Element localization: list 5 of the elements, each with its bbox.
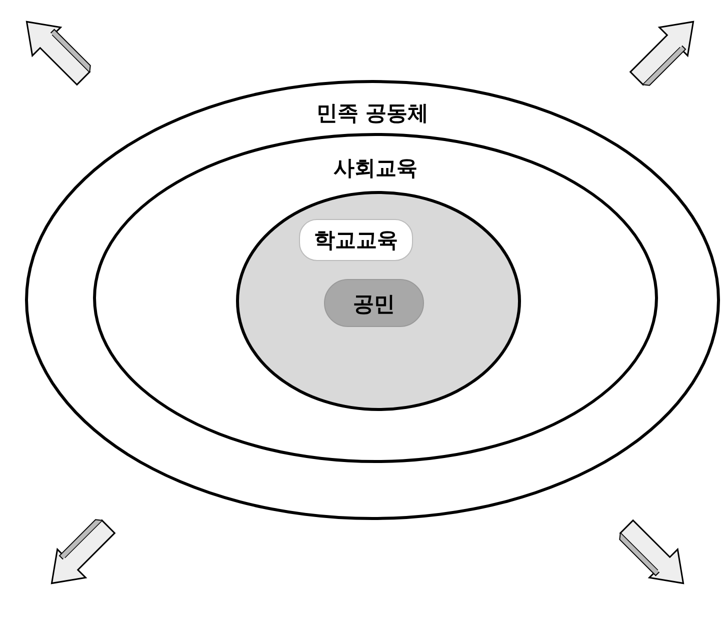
ellipse-label: 사회교육 [332, 154, 418, 182]
label-tag: 학교교육 [299, 219, 413, 261]
center-pill [324, 279, 424, 327]
pill-label: 공민 [352, 290, 396, 318]
ellipse-label: 민족 공동체 [315, 99, 430, 127]
